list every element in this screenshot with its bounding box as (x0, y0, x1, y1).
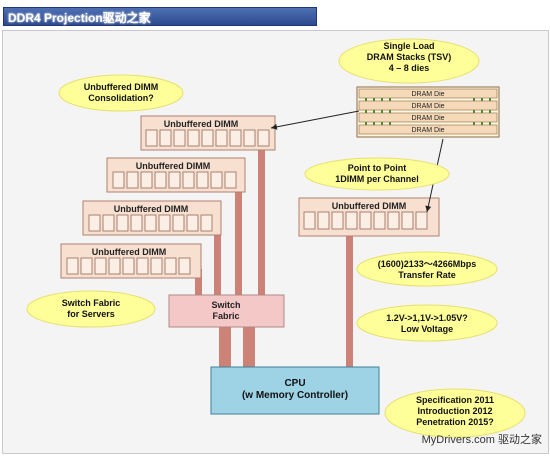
dimm-3: Unbuffered DIMM (82, 200, 222, 236)
switch-fabric-box: Switch Fabric (168, 294, 285, 328)
svg-text:Consolidation?: Consolidation? (88, 93, 154, 103)
dimm-2: Unbuffered DIMM (106, 157, 246, 193)
tsv-vias (365, 98, 491, 125)
switch-label-1: Switch (211, 300, 240, 310)
dram-die-stack: DRAM Die DRAM Die DRAM Die DRAM Die (356, 86, 500, 138)
svg-text:Specification 2011: Specification 2011 (416, 395, 494, 405)
dimm-4-label: Unbuffered DIMM (92, 247, 167, 257)
svg-text:Introduction 2012: Introduction 2012 (417, 406, 492, 416)
svg-text:Unbuffered DIMM: Unbuffered DIMM (84, 82, 159, 92)
dimm-p2p: Unbuffered DIMM (298, 197, 440, 237)
header-bar: DDR4 Projection驱动之家 (3, 7, 317, 26)
dimm-p2p-label: Unbuffered DIMM (332, 201, 407, 211)
arrow-stack-to-dimm1 (270, 110, 360, 130)
bus-dimm2 (235, 183, 242, 295)
svg-text:DRAM Die: DRAM Die (411, 127, 444, 134)
bus-lines (195, 145, 353, 367)
bus-p2p-cpu (346, 235, 353, 367)
dimm-4: Unbuffered DIMM (60, 243, 202, 279)
callout-switch-fabric: Switch Fabric for Servers (26, 290, 156, 328)
svg-text:1.2V->1,1V->1.05V?: 1.2V->1,1V->1.05V? (386, 313, 468, 323)
svg-text:1DIMM per Channel: 1DIMM per Channel (335, 174, 419, 184)
svg-text:for Servers: for Servers (67, 309, 115, 319)
svg-text:(1600)2133～4266Mbps: (1600)2133～4266Mbps (378, 259, 477, 269)
callout-voltage: 1.2V->1,1V->1.05V? Low Voltage (356, 304, 498, 342)
cpu-box: CPU (w Memory Controller) (210, 366, 380, 415)
bus-switch-cpu-left (219, 327, 231, 367)
dram-die-4: DRAM Die (358, 124, 498, 135)
svg-text:Point to Point: Point to Point (348, 163, 407, 173)
dimm-2-label: Unbuffered DIMM (136, 161, 211, 171)
cpu-label-2: (w Memory Controller) (242, 390, 348, 401)
callout-consolidation: Unbuffered DIMM Consolidation? (58, 74, 184, 112)
svg-text:DRAM Stacks (TSV): DRAM Stacks (TSV) (367, 52, 452, 62)
diagram-slide: Unbuffered DIMM Unbuffered DIMM Unbuffer… (2, 30, 549, 454)
callout-spec: Specification 2011 Introduction 2012 Pen… (384, 388, 526, 438)
bus-dimm1 (258, 145, 265, 295)
bus-switch-cpu-right (243, 327, 255, 367)
dram-die-3: DRAM Die (358, 112, 498, 123)
dimm-3-label: Unbuffered DIMM (114, 204, 189, 214)
header-title: DDR4 Projection驱动之家 (8, 11, 151, 25)
callout-single-load: Single Load DRAM Stacks (TSV) 4 – 8 dies (338, 38, 480, 84)
svg-text:Penetration 2015?: Penetration 2015? (416, 417, 494, 427)
bus-dimm4 (195, 269, 202, 295)
cpu-label-1: CPU (284, 378, 305, 389)
svg-text:DRAM Die: DRAM Die (411, 91, 444, 98)
svg-text:DRAM Die: DRAM Die (411, 115, 444, 122)
watermark: MyDrivers.com 驱动之家 (421, 434, 542, 446)
svg-text:4 – 8 dies: 4 – 8 dies (389, 63, 430, 73)
dram-die-1: DRAM Die (358, 88, 498, 99)
bus-dimm3 (214, 226, 221, 295)
dimm-1: Unbuffered DIMM (140, 115, 276, 151)
svg-text:Single Load: Single Load (383, 41, 434, 51)
svg-text:DRAM Die: DRAM Die (411, 103, 444, 110)
dram-die-2: DRAM Die (358, 100, 498, 111)
svg-text:Low Voltage: Low Voltage (401, 324, 453, 334)
switch-label-2: Fabric (212, 311, 239, 321)
ddr4-diagram: Unbuffered DIMM Unbuffered DIMM Unbuffer… (26, 38, 526, 438)
svg-text:Switch Fabric: Switch Fabric (62, 298, 121, 308)
callout-p2p: Point to Point 1DIMM per Channel (304, 157, 450, 191)
callout-rate: (1600)2133～4266Mbps Transfer Rate (356, 251, 498, 287)
svg-text:Transfer Rate: Transfer Rate (398, 270, 456, 280)
dimm-1-label: Unbuffered DIMM (164, 119, 239, 129)
